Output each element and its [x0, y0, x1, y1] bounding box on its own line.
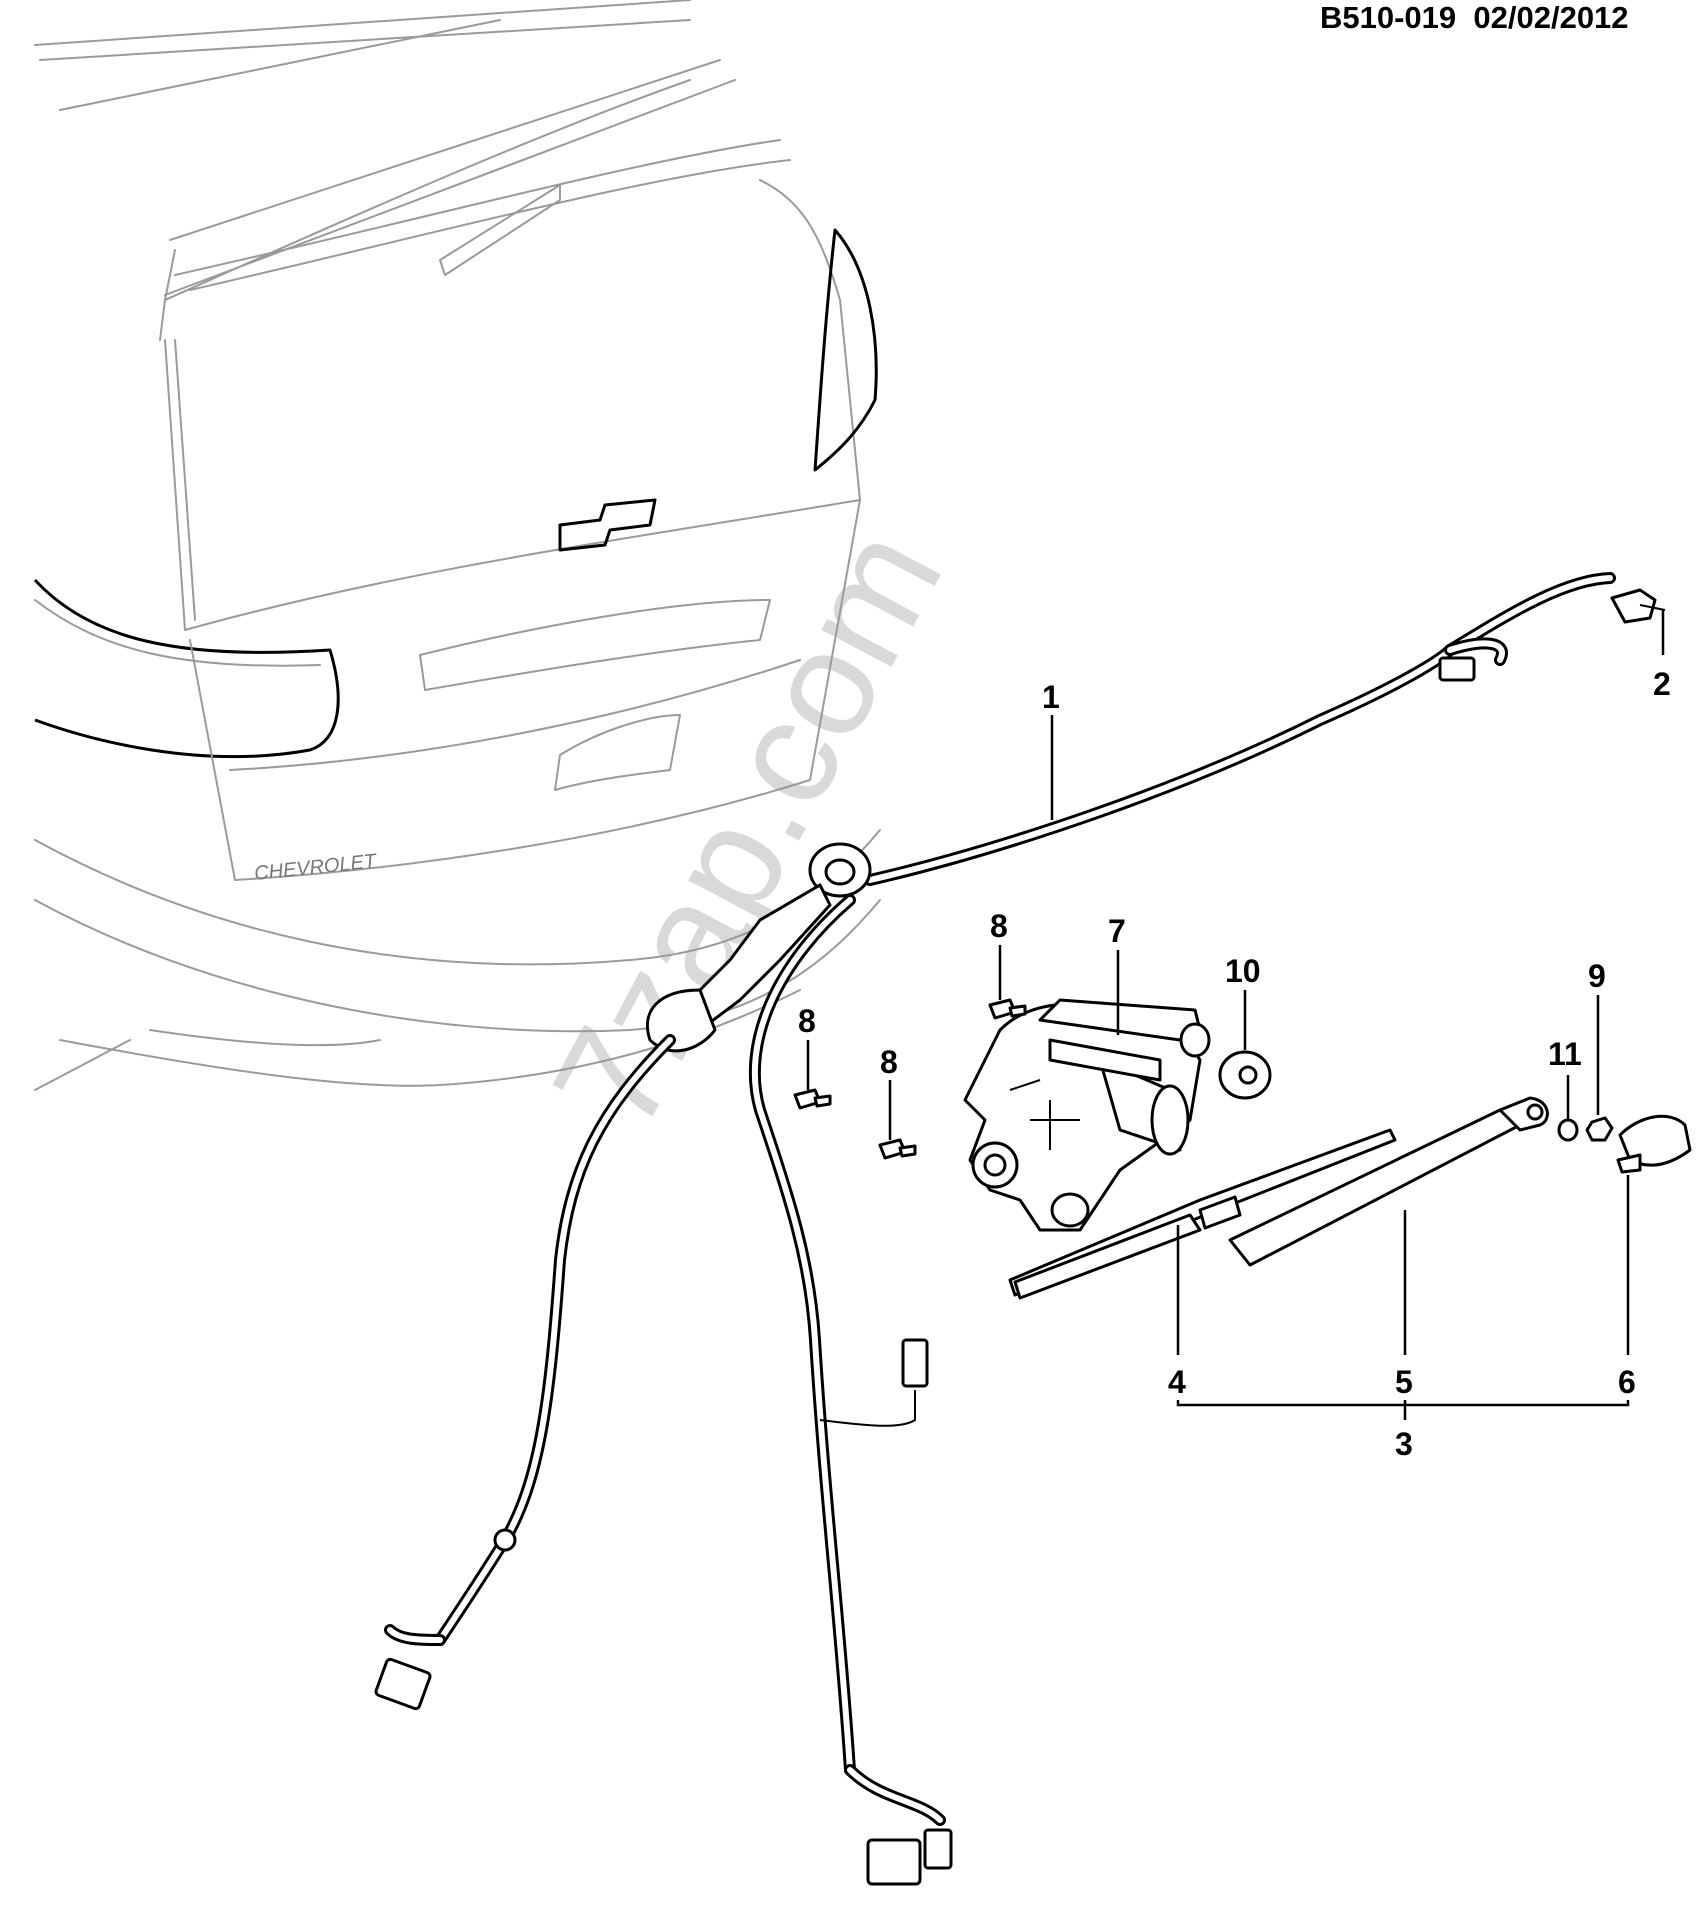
callout-10: 10	[1225, 953, 1261, 989]
connector	[1438, 656, 1476, 682]
tailgate-emblem-text: CHEVROLET	[253, 850, 379, 885]
callout-7: 7	[1108, 913, 1126, 949]
wiring-harness	[374, 572, 1616, 1886]
callout-labels: 1 2 3 4 5 6 7 8 8 8 9 10 11	[798, 666, 1671, 1462]
leader-lines	[806, 610, 1665, 1420]
connector	[374, 1657, 432, 1711]
callout-9: 9	[1588, 958, 1606, 994]
part-8-bolt	[793, 1088, 832, 1110]
part-2-clip	[1610, 588, 1666, 624]
part-9-nut	[1585, 1116, 1614, 1142]
callout-2: 2	[1653, 666, 1671, 702]
callout-1: 1	[1042, 679, 1060, 715]
part-6-cap	[1616, 1114, 1692, 1174]
callout-4: 4	[1168, 1364, 1186, 1400]
part-4-wiper-blade	[1008, 1128, 1397, 1300]
part-11-washer	[1557, 1118, 1579, 1142]
callout-3: 3	[1395, 1426, 1413, 1462]
callout-8: 8	[880, 1044, 898, 1080]
callout-5: 5	[1395, 1364, 1413, 1400]
part-8-bolt	[878, 1138, 917, 1160]
vehicle-rear-outline: CHEVROLET	[33, 0, 881, 1091]
part-5-wiper-arm	[1228, 1096, 1549, 1267]
part-7-wiper-motor	[963, 998, 1211, 1232]
drawing-header: B510-019 02/02/2012	[1320, 0, 1680, 40]
callout-11: 11	[1548, 1036, 1582, 1072]
drawing-code: B510-019	[1320, 0, 1457, 35]
connector	[866, 1838, 922, 1886]
callout-6: 6	[1618, 1364, 1636, 1400]
drawing-date: 02/02/2012	[1473, 0, 1629, 35]
part-8-bolt	[988, 998, 1027, 1020]
callout-8: 8	[798, 1003, 816, 1039]
callout-8: 8	[990, 908, 1008, 944]
part-10-cap	[1218, 1050, 1272, 1100]
connector	[901, 1338, 929, 1388]
